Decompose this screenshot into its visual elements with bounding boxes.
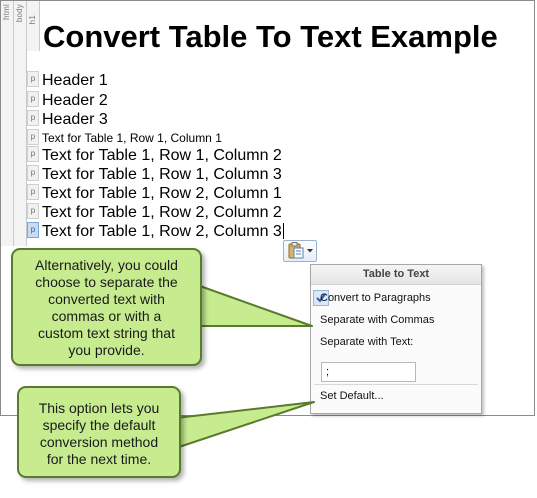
paste-options-button[interactable] — [283, 240, 317, 262]
callout-line: choose to separate the — [35, 274, 178, 290]
callout-line: conversion method — [39, 434, 159, 450]
tag-p-selected[interactable]: p — [27, 222, 39, 238]
paragraph: Header 2 — [42, 92, 108, 109]
paragraph: Text for Table 1, Row 1, Column 1 — [42, 131, 222, 145]
tag-p[interactable]: p — [27, 165, 39, 181]
callout-line: converted text with — [48, 291, 165, 307]
table-to-text-menu: Table to Text Convert to Paragraphs Sepa… — [310, 264, 482, 414]
paragraph-last: Text for Table 1, Row 2, Column 3 — [42, 222, 284, 241]
clipboard-icon — [288, 242, 304, 259]
callout-line: specify the default — [42, 417, 156, 433]
paragraph: Text for Table 1, Row 1, Column 3 — [42, 166, 282, 183]
text-caret — [282, 223, 284, 239]
paragraph: Text for Table 1, Row 2, Column 1 — [42, 185, 282, 202]
tag-bar-body[interactable]: body — [14, 1, 27, 246]
tag-p[interactable]: p — [27, 184, 39, 200]
separator-text-input[interactable]: ; — [321, 362, 416, 382]
menu-item-convert-paragraphs[interactable]: Convert to Paragraphs — [311, 287, 481, 309]
callout-line: commas or with a — [51, 308, 162, 324]
callout-line: for the next time. — [46, 451, 152, 467]
callout-line: you provide. — [68, 342, 145, 358]
tag-bar-html[interactable]: html — [1, 1, 14, 246]
menu-item-label: Separate with Commas — [320, 314, 435, 326]
paragraph: Header 1 — [42, 72, 108, 89]
chevron-down-icon — [307, 249, 313, 253]
callout-line: Alternatively, you could — [35, 257, 178, 273]
tag-p[interactable]: p — [27, 91, 39, 107]
menu-item-label: Separate with Text: — [320, 336, 414, 348]
callout-separator-options: Alternatively, you could choose to separ… — [11, 248, 202, 366]
menu-item-label: Convert to Paragraphs — [320, 292, 431, 304]
menu-item-set-default[interactable]: Set Default... — [311, 385, 481, 407]
menu-divider — [314, 384, 478, 385]
callout-set-default: This option lets you specify the default… — [17, 386, 181, 478]
paragraph: Header 3 — [42, 111, 108, 128]
paragraph-last-text: Text for Table 1, Row 2, Column 3 — [42, 223, 282, 240]
menu-item-label: Set Default... — [320, 390, 384, 402]
tag-p[interactable]: p — [27, 146, 39, 162]
callout-line: This option lets you — [38, 400, 160, 416]
check-icon — [313, 290, 329, 306]
tag-p[interactable]: p — [27, 110, 39, 126]
menu-item-separate-text[interactable]: Separate with Text: — [311, 331, 481, 353]
tag-p[interactable]: p — [27, 129, 39, 145]
tag-p[interactable]: p — [27, 203, 39, 219]
page-title: Convert Table To Text Example — [43, 19, 498, 54]
callout-line: custom text string that — [38, 325, 175, 341]
menu-item-separate-commas[interactable]: Separate with Commas — [311, 309, 481, 331]
menu-header: Table to Text — [311, 265, 481, 285]
tag-p[interactable]: p — [27, 71, 39, 87]
paragraph: Text for Table 1, Row 2, Column 2 — [42, 204, 282, 221]
tag-bar-h1[interactable]: h1 — [27, 1, 40, 51]
paragraph: Text for Table 1, Row 1, Column 2 — [42, 147, 282, 164]
